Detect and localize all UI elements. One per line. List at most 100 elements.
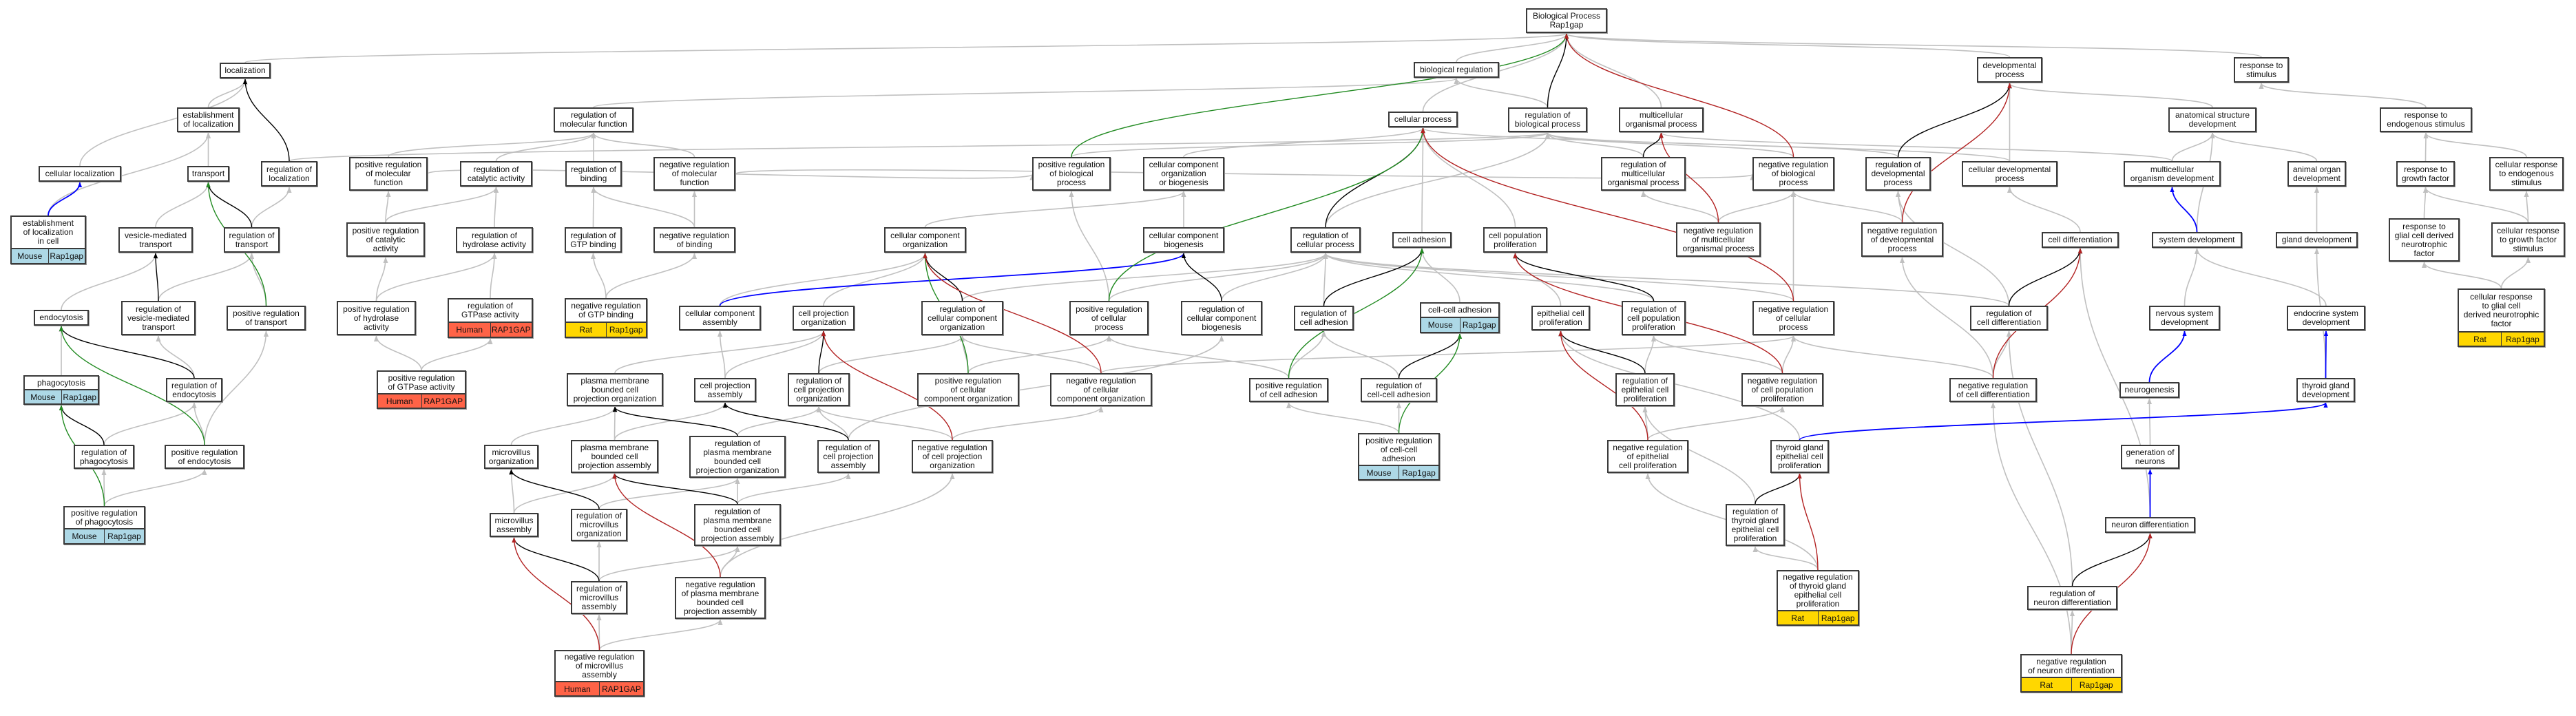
go-term-node[interactable]: negative regulation of cell population p… (1741, 373, 1823, 406)
go-term-node[interactable]: transport (187, 166, 229, 182)
go-term-node[interactable]: cellular response to endogenous stimulus (2489, 157, 2564, 191)
go-term-node[interactable]: developmental process (1977, 57, 2042, 83)
go-term-node[interactable]: microvillus organization (484, 445, 538, 469)
go-term-node[interactable]: neuron differentiation (2105, 517, 2195, 533)
go-term-node[interactable]: negative regulation of thyroid gland epi… (1777, 570, 1859, 626)
go-term-node[interactable]: regulation of cellular component biogene… (1181, 301, 1262, 335)
go-term-node[interactable]: regulation of plasma membrane bounded ce… (689, 436, 786, 478)
go-term-node[interactable]: generation of neurons (2121, 445, 2179, 469)
go-term-node[interactable]: plasma membrane bounded cell projection … (571, 440, 658, 473)
go-term-node[interactable]: regulation of multicellular organismal p… (1601, 157, 1686, 191)
go-term-node[interactable]: epithelial cell proliferation (1531, 306, 1590, 330)
go-term-node[interactable]: cell projection assembly (694, 378, 756, 402)
go-term-node[interactable]: cellular process (1388, 112, 1458, 127)
go-term-node[interactable]: positive regulation of cellular componen… (917, 373, 1019, 406)
go-term-node[interactable]: response to growth factor (2396, 161, 2455, 187)
go-term-node[interactable]: vesicle-mediated transport (118, 227, 193, 253)
go-term-node[interactable]: endocytosis (34, 310, 89, 326)
go-term-node[interactable]: microvillus assembly (490, 513, 538, 537)
go-term-node[interactable]: positive regulation of cellular process (1069, 301, 1149, 335)
go-term-node[interactable]: cellular response to glial cell derived … (2458, 288, 2545, 347)
go-term-node[interactable]: negative regulation of molecular functio… (653, 157, 735, 191)
go-term-node[interactable]: regulation of biological process (1508, 107, 1587, 132)
go-term-node[interactable]: gland development (2276, 232, 2358, 248)
go-term-node[interactable]: negative regulation of binding (653, 227, 735, 253)
go-term-node[interactable]: system development (2152, 232, 2242, 248)
go-term-node[interactable]: positive regulation of catalytic activit… (346, 222, 425, 257)
go-term-node[interactable]: regulation of hydrolase activity (456, 227, 533, 253)
go-term-node[interactable]: regulation of phagocytosis (74, 445, 134, 469)
go-term-node[interactable]: regulation of localization (261, 161, 317, 187)
go-term-node[interactable]: endocrine system development (2287, 306, 2365, 330)
go-term-node[interactable]: negative regulation of multicellular org… (1676, 222, 1761, 257)
go-term-node[interactable]: animal organ development (2287, 161, 2346, 187)
go-term-node[interactable]: positive regulation of cell-cell adhesio… (1358, 433, 1440, 481)
go-term-node[interactable]: cellular developmental process (1962, 161, 2057, 187)
go-term-node[interactable]: establishment of localization (177, 107, 240, 132)
go-term-node[interactable]: negative regulation of developmental pro… (1861, 222, 1943, 257)
go-term-node[interactable]: negative regulation of neuron differenti… (2020, 654, 2122, 693)
go-term-node[interactable]: regulation of cell population proliferat… (1622, 301, 1686, 335)
go-term-node[interactable]: regulation of thyroid gland epithelial c… (1726, 504, 1785, 546)
go-term-node[interactable]: regulation of epithelial cell proliferat… (1615, 373, 1675, 406)
go-term-node[interactable]: thyroid gland epithelial cell proliferat… (1770, 440, 1829, 473)
go-term-node[interactable]: cell adhesion (1392, 232, 1452, 248)
go-term-node[interactable]: thyroid gland development (2296, 378, 2355, 402)
go-term-node[interactable]: regulation of endocytosis (166, 378, 222, 402)
go-term-node[interactable]: regulation of cellular component organiz… (921, 301, 1003, 335)
go-term-node[interactable]: nervous system development (2149, 306, 2220, 330)
go-term-node[interactable]: regulation of vesicle-mediated transport (121, 301, 196, 335)
go-term-node[interactable]: cellular localization (39, 166, 121, 182)
go-term-node[interactable]: Biological Process Rap1gap (1526, 8, 1607, 33)
go-term-node[interactable]: positive regulation of transport (227, 306, 306, 330)
go-term-node[interactable]: plasma membrane bounded cell projection … (567, 373, 663, 406)
go-term-node[interactable]: cell differentiation (2042, 232, 2119, 248)
go-term-node[interactable]: negative regulation of cellular componen… (1050, 373, 1152, 406)
go-term-node[interactable]: positive regulation of biological proces… (1032, 157, 1111, 191)
go-term-node[interactable]: positive regulation of cell adhesion (1249, 378, 1328, 402)
go-term-node[interactable]: cell projection organization (793, 306, 855, 330)
go-term-node[interactable]: regulation of transport (224, 227, 280, 253)
go-term-node[interactable]: response to stimulus (2234, 57, 2289, 83)
go-term-node[interactable]: regulation of catalytic activity (460, 161, 532, 187)
go-term-node[interactable]: positive regulation of endocytosis (165, 445, 244, 469)
go-term-node[interactable]: regulation of microvillus assembly (571, 581, 627, 614)
go-term-node[interactable]: multicellular organism development (2124, 161, 2221, 187)
go-term-node[interactable]: negative regulation of cellular process (1752, 301, 1834, 335)
go-term-node[interactable]: regulation of microvillus organization (571, 509, 627, 541)
go-term-node[interactable]: regulation of cellular process (1290, 227, 1361, 253)
go-term-node[interactable]: regulation of GTP binding (565, 227, 622, 253)
go-term-node[interactable]: multicellular organismal process (1619, 107, 1704, 132)
go-term-node[interactable]: regulation of cell projection organizati… (788, 373, 850, 406)
go-term-node[interactable]: cellular component organization or bioge… (1143, 157, 1224, 191)
go-term-node[interactable]: positive regulation of hydrolase activit… (337, 301, 416, 335)
go-term-node[interactable]: cell population proliferation (1483, 227, 1547, 253)
go-term-node[interactable]: negative regulation of biological proces… (1752, 157, 1834, 191)
go-term-node[interactable]: negative regulation of plasma membrane b… (675, 577, 766, 619)
go-term-node[interactable]: cellular response to growth factor stimu… (2491, 222, 2565, 257)
go-term-node[interactable]: negative regulation of cell projection o… (912, 440, 993, 473)
go-term-node[interactable]: localization (220, 63, 271, 78)
go-term-node[interactable]: anatomical structure development (2168, 107, 2256, 132)
go-term-node[interactable]: negative regulation of microvillus assem… (554, 650, 645, 697)
go-term-node[interactable]: regulation of cell-cell adhesion (1361, 378, 1437, 402)
go-term-node[interactable]: regulation of cell projection assembly (817, 440, 879, 473)
go-term-node[interactable]: regulation of binding (565, 161, 622, 187)
go-term-node[interactable]: cellular component biogenesis (1143, 227, 1224, 253)
go-term-node[interactable]: biological regulation (1414, 62, 1499, 78)
go-term-node[interactable]: regulation of plasma membrane bounded ce… (694, 504, 781, 546)
go-term-node[interactable]: cellular component assembly (679, 306, 761, 330)
go-term-node[interactable]: positive regulation of molecular functio… (349, 157, 428, 191)
go-term-node[interactable]: neurogenesis (2119, 382, 2179, 398)
go-term-node[interactable]: cellular component organization (884, 227, 966, 253)
go-term-node[interactable]: negative regulation of epithelial cell p… (1607, 440, 1688, 473)
go-term-node[interactable]: regulation of developmental process (1865, 157, 1931, 191)
go-term-node[interactable]: response to glial cell derived neurotrop… (2389, 218, 2460, 262)
go-term-node[interactable]: negative regulation of cell differentiat… (1949, 378, 2037, 402)
go-term-node[interactable]: regulation of cell adhesion (1294, 306, 1354, 330)
